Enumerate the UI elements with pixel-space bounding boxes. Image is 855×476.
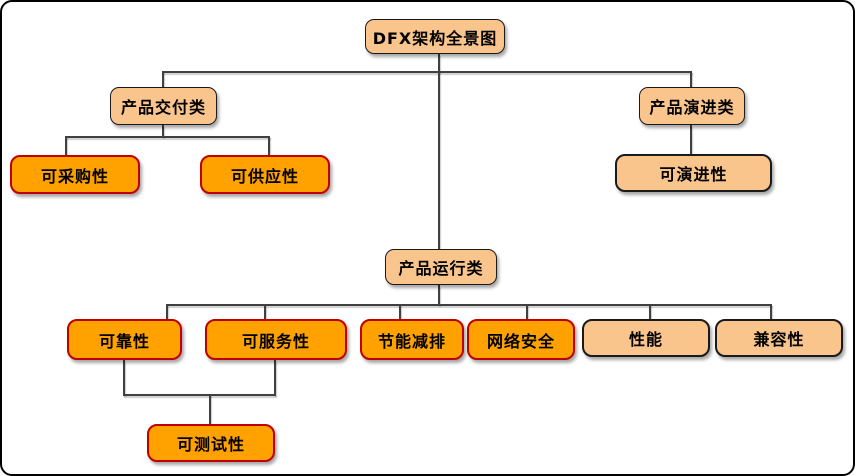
connector-line [438, 54, 440, 72]
node-serviceability-label: 可服务性 [241, 331, 310, 351]
node-product-evolution-label: 产品演进类 [649, 98, 735, 117]
node-performance-label: 性能 [628, 330, 663, 349]
connector-line [162, 71, 692, 73]
connector-line [162, 71, 164, 87]
node-product-delivery: 产品交付类 [110, 87, 217, 125]
connector-line [274, 360, 276, 395]
node-product-operation-label: 产品运行类 [398, 259, 484, 278]
connector-line [166, 304, 168, 319]
node-procurable-label: 可采购性 [40, 166, 109, 186]
connector-line [264, 304, 266, 319]
node-performance: 性能 [582, 319, 710, 357]
connector-line [438, 71, 440, 249]
connector-line [65, 136, 270, 138]
node-product-operation: 产品运行类 [385, 249, 497, 285]
connector-line [123, 394, 276, 396]
connector-line [526, 304, 528, 319]
connector-line [123, 360, 125, 395]
node-suppliable: 可供应性 [200, 155, 330, 194]
node-reliability-label: 可靠性 [98, 331, 150, 351]
connector-line [65, 136, 67, 155]
node-network-security: 网络安全 [467, 319, 575, 360]
node-dfx-root-label: DFX架构全景图 [372, 28, 498, 48]
node-product-evolution: 产品演进类 [639, 87, 745, 125]
connector-line [690, 71, 692, 87]
node-testability-label: 可测试性 [176, 435, 245, 454]
connector-line [268, 136, 270, 155]
connector-line [209, 394, 211, 424]
connector-line [649, 304, 651, 319]
node-reliability: 可靠性 [67, 319, 182, 360]
node-evolvable-label: 可演进性 [659, 165, 728, 184]
node-compatibility-label: 兼容性 [753, 330, 805, 349]
connector-line [438, 285, 440, 305]
connector-line [399, 304, 401, 319]
node-energy-saving-label: 节能减排 [377, 331, 446, 351]
node-evolvable: 可演进性 [615, 154, 772, 192]
connector-line [770, 304, 772, 319]
node-network-security-label: 网络安全 [486, 331, 555, 351]
node-dfx-root: DFX架构全景图 [365, 19, 505, 54]
node-compatibility: 兼容性 [715, 319, 843, 357]
node-energy-saving: 节能减排 [360, 319, 464, 360]
node-testability: 可测试性 [147, 424, 275, 462]
node-suppliable-label: 可供应性 [230, 166, 299, 186]
connector-line [166, 304, 772, 306]
node-serviceability: 可服务性 [205, 319, 347, 360]
node-procurable: 可采购性 [10, 155, 140, 194]
connector-line [690, 125, 692, 154]
connector-line [162, 125, 164, 137]
node-product-delivery-label: 产品交付类 [120, 98, 206, 117]
